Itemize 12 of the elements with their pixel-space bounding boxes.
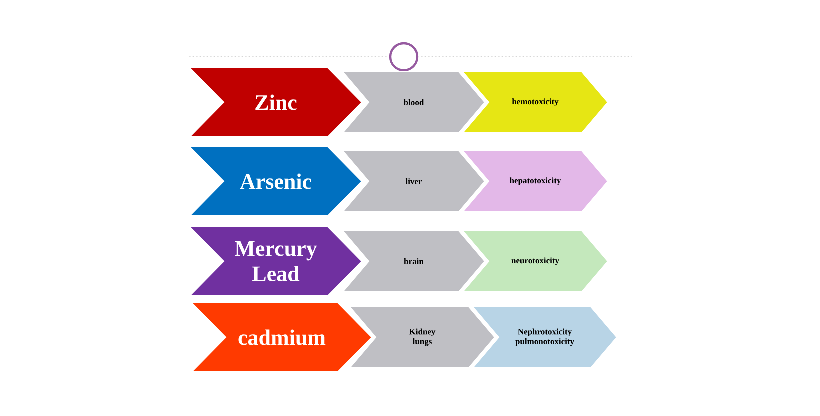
step-box: neurotoxicity	[462, 230, 609, 292]
step-box: hepatotoxicity	[462, 150, 609, 212]
step-box: cadmium	[190, 302, 373, 372]
step-box: Arsenic	[188, 146, 363, 216]
step-box: blood	[342, 72, 486, 134]
step-box: brain	[342, 230, 486, 292]
step-box: Kidney lungs	[348, 306, 496, 368]
step-box: Zinc	[188, 68, 363, 138]
step-box: liver	[342, 150, 486, 212]
step-box: Nephrotoxicity pulmonotoxicity	[472, 306, 618, 368]
step-box: Mercury Lead	[188, 226, 363, 296]
step-box: hemotoxicity	[462, 72, 609, 134]
